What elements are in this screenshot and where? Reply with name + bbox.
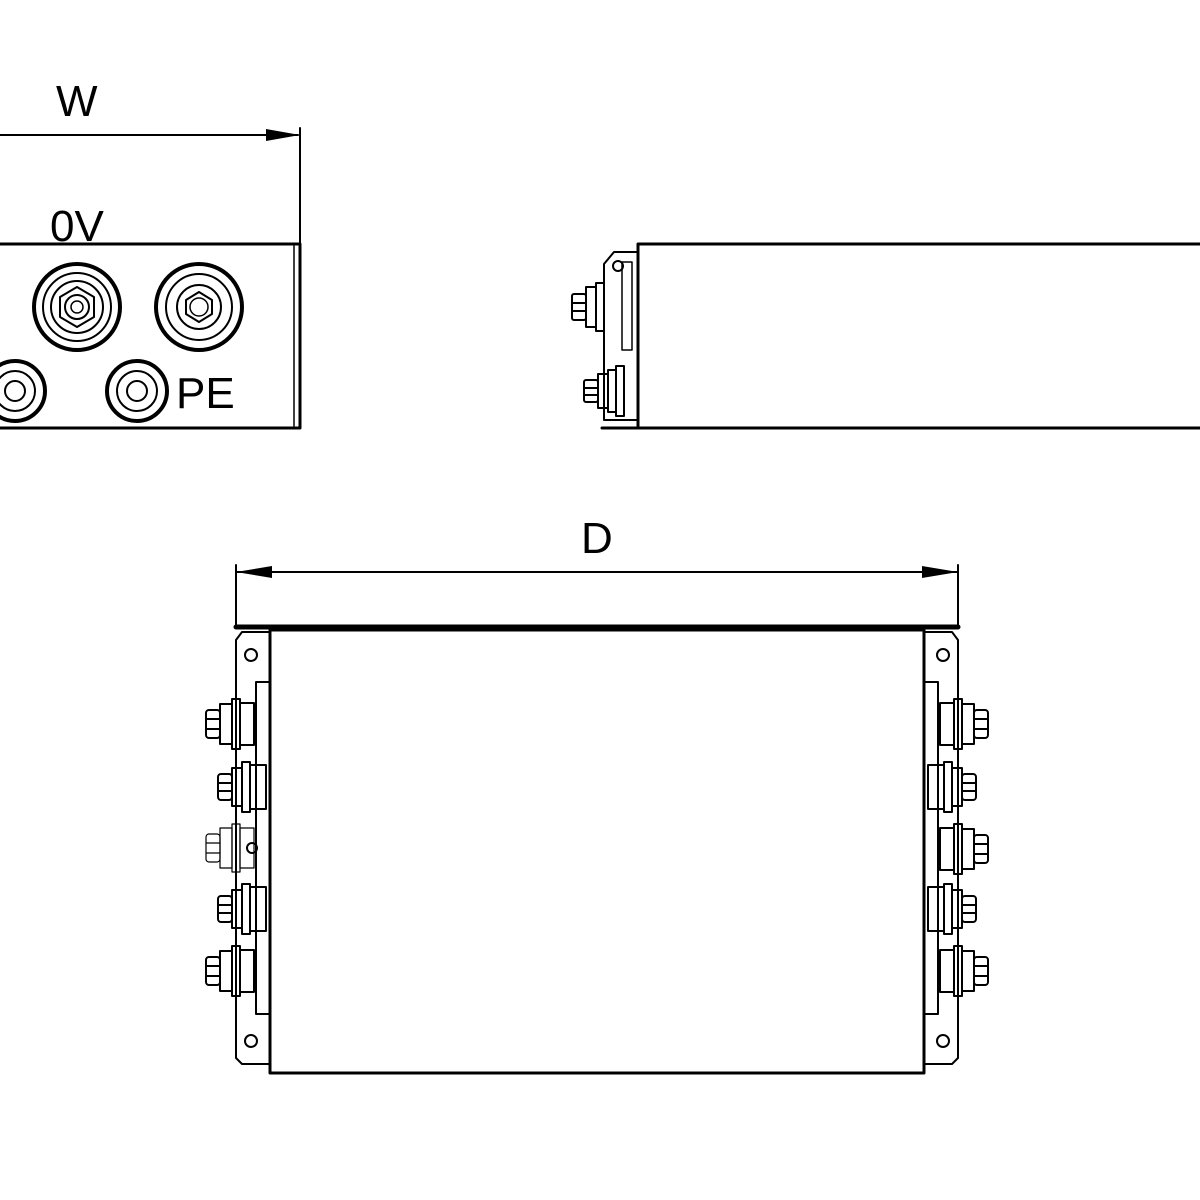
depth-dimension-line <box>235 564 959 629</box>
right-mounting-flange <box>923 631 959 1065</box>
left-mounting-flange <box>235 631 271 1065</box>
left-bolt-4 <box>217 883 267 935</box>
terminal-0v <box>32 262 122 352</box>
right-bolt-3 <box>939 823 989 875</box>
terminal-upper-right <box>154 262 244 352</box>
top-view-body <box>268 628 926 1075</box>
front-view-body <box>0 242 302 430</box>
side-view <box>571 242 1200 430</box>
right-bolt-4 <box>927 883 977 935</box>
side-view-body <box>636 242 1200 430</box>
side-view-bolt-lower <box>583 365 625 417</box>
terminal-0v-label: 0V <box>50 202 104 251</box>
side-view-bolt-upper <box>571 282 605 332</box>
depth-dimension-label: D <box>581 514 613 563</box>
left-bolt-5 <box>205 945 255 997</box>
left-bolt-3 <box>205 823 258 873</box>
side-view-bracket <box>603 251 639 421</box>
right-bolt-5 <box>939 945 989 997</box>
right-terminal-bolts <box>927 698 989 997</box>
terminal-pe <box>105 359 169 423</box>
top-view <box>205 564 989 1075</box>
right-bolt-1 <box>939 698 989 750</box>
right-bolt-2 <box>927 761 977 813</box>
width-dimension-label: W <box>56 77 98 126</box>
left-terminal-bolts <box>205 698 267 997</box>
left-bolt-2 <box>217 761 267 813</box>
width-dimension-line <box>0 127 301 244</box>
terminal-pe-label: PE <box>176 369 235 418</box>
front-view <box>0 127 302 430</box>
left-bolt-1 <box>205 698 255 750</box>
terminal-lower-left <box>0 359 47 423</box>
